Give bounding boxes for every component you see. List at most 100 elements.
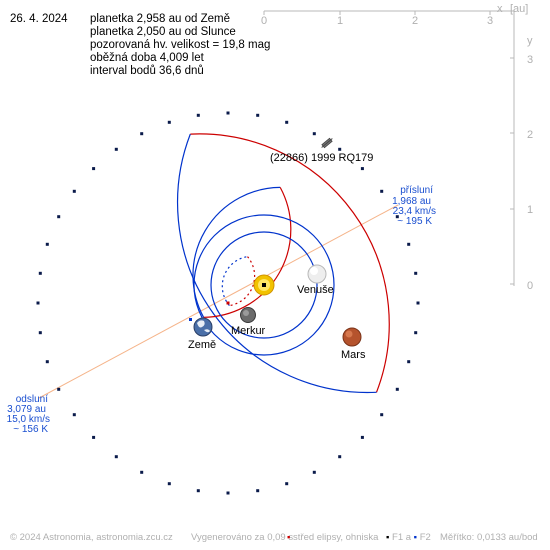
orbit-point <box>45 360 49 364</box>
venus-label: Venuše <box>297 284 334 296</box>
orbit-point <box>226 111 230 115</box>
orbit-point <box>380 189 384 193</box>
orbit-point <box>38 331 42 335</box>
mars: Mars <box>341 327 366 361</box>
mars-label: Mars <box>341 349 366 361</box>
mars-orbit <box>192 186 292 318</box>
ellipse-center-marker <box>226 301 230 305</box>
orbit-point <box>285 482 289 486</box>
orbit-point <box>72 413 76 417</box>
x-axis-label: x <box>497 3 503 15</box>
info-line: pozorovaná hv. velikost = 19,8 mag <box>90 39 271 51</box>
aphelion-speed: 15,0 km/s <box>7 414 50 425</box>
legend-center: ▪ střed elipsy, ohniska <box>287 532 378 543</box>
orbit-point <box>380 413 384 417</box>
orbit-point <box>407 242 411 246</box>
orbit-point <box>226 491 230 495</box>
mars-orbit-south <box>203 187 292 318</box>
aphelion-distance: 3,079 au <box>7 404 46 415</box>
info-line: planetka 2,050 au od Slunce <box>90 26 236 38</box>
mercury-orbit-south <box>229 256 256 307</box>
orbit-point <box>407 360 411 364</box>
sun <box>253 274 275 296</box>
legend-f2-marker: ▪ <box>413 532 418 543</box>
copyright: © 2024 Astronomia, astronomia.zcu.cz <box>10 532 173 543</box>
orbit-point <box>114 147 118 151</box>
x-tick-label: 1 <box>337 15 343 27</box>
axes <box>263 10 515 286</box>
orbit-point <box>167 120 171 124</box>
info-line: oběžná doba 4,009 let <box>90 52 204 64</box>
venus-highlight <box>310 267 318 275</box>
date-label: 26. 4. 2024 <box>10 13 68 25</box>
perihelion-distance: 1,968 au <box>392 196 431 207</box>
orbit-point <box>57 387 61 391</box>
orbit-point <box>360 435 364 439</box>
asteroid-orbit-north <box>176 133 377 394</box>
mars-highlight <box>345 330 353 338</box>
orbit-point <box>395 387 399 391</box>
mars-icon <box>342 327 362 347</box>
aphelion-info: odsluní 3,079 au 15,0 km/s ~ 156 K <box>7 394 50 435</box>
asteroid-orbit-points <box>36 111 420 495</box>
focus-f1-marker <box>262 283 266 287</box>
orbit-point <box>395 215 399 219</box>
mercury-label: Merkur <box>231 325 266 337</box>
venus: Venuše <box>297 264 334 296</box>
orbit-point <box>167 482 171 486</box>
orbit-point <box>414 271 418 275</box>
orbit-point <box>256 113 260 117</box>
legend-center-label: střed elipsy, ohniska <box>293 532 379 543</box>
mercury-orbit <box>221 256 256 307</box>
orbit-point <box>114 455 118 459</box>
aphelion-title: odsluní <box>16 394 48 405</box>
orbit-point <box>312 470 316 474</box>
x-tick-label: 2 <box>412 15 418 27</box>
orbit-point <box>196 113 200 117</box>
mercury: Merkur <box>231 307 266 337</box>
orbit-point <box>92 435 96 439</box>
info-line: interval bodů 36,6 dnů <box>90 65 204 77</box>
unit-label: [au] <box>510 3 528 15</box>
legend-center-marker: ▪ <box>287 532 291 543</box>
orbit-point <box>338 455 342 459</box>
orbit-point <box>256 489 260 493</box>
orbit-point <box>312 132 316 136</box>
aphelion-temp: ~ 156 K <box>13 424 48 435</box>
y-tick-label: 1 <box>527 204 533 216</box>
mercury-highlight <box>243 310 249 316</box>
x-tick-label: 0 <box>261 15 267 27</box>
asteroid-label: (22866) 1999 RQ179 <box>270 152 373 164</box>
y-axis-label: y <box>527 35 533 47</box>
orbit-point <box>72 189 76 193</box>
venus-orbit <box>210 231 318 339</box>
orbit-point <box>285 120 289 124</box>
orbit-point <box>338 147 342 151</box>
orbit-point <box>38 271 42 275</box>
generated-time: Vygenerováno za 0,09 s <box>191 532 294 543</box>
mars-orbit-north <box>192 186 281 318</box>
perihelion-temp: ~ 195 K <box>397 216 432 227</box>
legend-f1-label: F1 a <box>392 532 412 543</box>
earth-clouds <box>204 329 210 333</box>
orbit-point <box>45 242 49 246</box>
apsis-line <box>38 204 399 399</box>
perihelion-speed: 23,4 km/s <box>393 206 436 217</box>
x-tick-label: 3 <box>487 15 493 27</box>
y-tick-label: 2 <box>527 129 533 141</box>
orbit-point <box>416 301 420 305</box>
asteroid-orbit <box>176 133 390 394</box>
scale-label: Měřítko: 0,0133 au/bod <box>440 532 538 543</box>
orbit-point <box>196 489 200 493</box>
focus-f2-marker <box>189 318 192 321</box>
orbit-point <box>36 301 40 305</box>
earth-orbit <box>193 214 335 356</box>
asteroid: (22866) 1999 RQ179 <box>270 137 373 164</box>
orbit-point <box>57 215 61 219</box>
perihelion-title: přísluní <box>400 185 433 196</box>
asteroid-info: planetka 2,958 au od Země planetka 2,050… <box>90 13 270 78</box>
info-line: planetka 2,958 au od Země <box>90 13 231 25</box>
orbit-point <box>92 167 96 171</box>
